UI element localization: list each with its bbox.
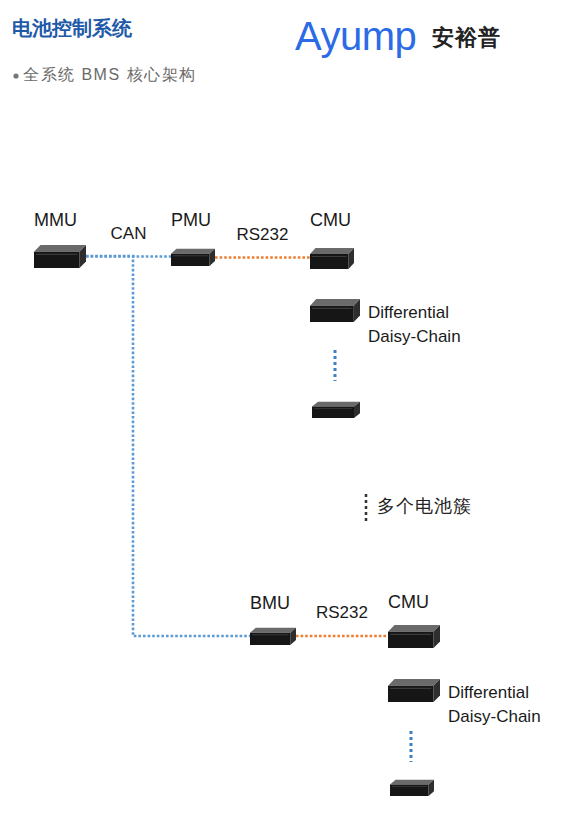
device-node: BMU (250, 593, 296, 645)
device-icon (310, 247, 354, 269)
chain-label: Differential Daisy-Chain (448, 681, 548, 729)
node-text-group: Differential Daisy-Chain (368, 301, 468, 349)
device-node: PMU (171, 210, 215, 266)
node-label: MMU (34, 210, 86, 230)
device-icon (171, 248, 215, 266)
node-label: CMU (388, 592, 440, 612)
device-shape (388, 625, 440, 648)
continuation-dots (365, 494, 368, 523)
edge-label: RS232 (316, 603, 368, 623)
edge-label: CAN (111, 224, 147, 244)
device-node: CMU (310, 210, 354, 269)
device-icon (310, 298, 360, 322)
device-node: Differential Daisy-Chain (388, 678, 548, 729)
device-node: CMU (388, 592, 440, 648)
device-node: MMU (34, 210, 86, 268)
device-shape (34, 245, 86, 268)
device-shape (310, 299, 360, 322)
device-icon (388, 678, 440, 702)
daisy-chain-dots (410, 731, 413, 762)
node-text-group: Differential Daisy-Chain (448, 681, 548, 729)
device-shape (310, 248, 354, 269)
device-icon (250, 627, 296, 645)
subtitle: 全系统 BMS 核心架构 (23, 65, 197, 84)
daisy-chain-dots (334, 350, 337, 381)
node-label: PMU (171, 210, 215, 230)
device-shape (388, 679, 440, 702)
note-text: 多个电池簇 (377, 495, 472, 517)
logo-text: Ayump (295, 12, 416, 60)
logo-text: 安裕普 (432, 25, 501, 51)
diagram-title: 电池控制系统 (12, 15, 132, 41)
edge-label: RS232 (237, 225, 289, 245)
device-icon (388, 624, 440, 648)
device-icon (390, 780, 434, 796)
node-label: BMU (250, 593, 296, 613)
device-icon (312, 402, 360, 418)
node-label: CMU (310, 210, 354, 230)
device-node: Differential Daisy-Chain (310, 298, 468, 349)
bullet-dot (13, 73, 18, 78)
device-icon (34, 244, 86, 268)
rs232-line (215, 256, 310, 259)
can-bus-line (86, 256, 250, 636)
rs232-line (296, 635, 388, 638)
device-shape (171, 249, 215, 266)
device-shape (250, 628, 296, 645)
chain-label: Differential Daisy-Chain (368, 301, 468, 349)
